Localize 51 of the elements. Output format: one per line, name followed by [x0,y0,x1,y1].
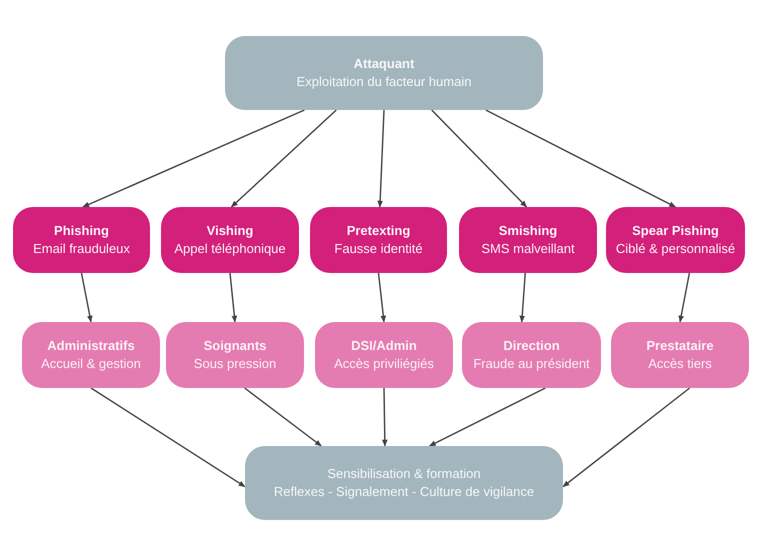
node-title: Attaquant [354,55,414,73]
arrow [230,109,337,208]
process-box [315,322,453,388]
node-subtitle: Exploitation du facteur humain [296,73,472,91]
node-subtitle: SMS malveillant [481,240,575,258]
node-title: Spear Pishing [632,222,719,240]
process-box [310,207,447,273]
process-box [611,322,749,388]
node-subtitle: Fraude au président [473,355,590,373]
node-title: Phishing [54,222,109,240]
node-subtitle: Accès tiers [648,355,712,373]
node-title: Administratifs [47,337,135,355]
node-subtitle: Ciblé & personnalisé [616,240,736,258]
arrow [519,272,526,323]
arrow [678,272,690,323]
node-title: Smishing [498,222,558,240]
node-subtitle: Appel téléphonique [174,240,286,258]
arrow [428,387,546,447]
node-title: DSI/Admin [351,337,417,355]
arrow [562,387,690,488]
node-title: Vishing [206,222,254,240]
node-subtitle: Fausse identité [334,240,423,258]
node-subtitle: Reflexes - Signalement - Culture de vigilance [274,483,534,501]
node-subtitle: Accueil & gestion [41,355,141,373]
arrow [378,272,386,323]
arrow [244,387,322,447]
arrow [485,109,676,208]
node-title: Prestataire [646,337,714,355]
source-box [225,36,543,110]
node-subtitle: Email frauduleux [33,240,130,258]
process-box [606,207,745,273]
arrow [80,272,93,323]
arrow [90,387,246,488]
node-subtitle: Accès priviliégiés [334,355,434,373]
node-subtitle: Sensibilisation & formation [327,465,481,483]
node-title: Soignants [204,337,266,355]
process-box [459,207,597,273]
arrow [377,110,385,208]
node-title: Direction [503,337,560,355]
outcome-box [245,446,563,520]
process-box [161,207,299,273]
process-box [166,322,304,388]
process-box [462,322,601,388]
node-subtitle: Sous pression [194,355,276,373]
node-title: Pretexting [346,222,410,240]
arrow [382,388,388,447]
arrow [229,272,238,323]
arrow [431,110,528,208]
process-box [22,322,160,388]
arrow [82,109,305,208]
process-box [13,207,150,273]
